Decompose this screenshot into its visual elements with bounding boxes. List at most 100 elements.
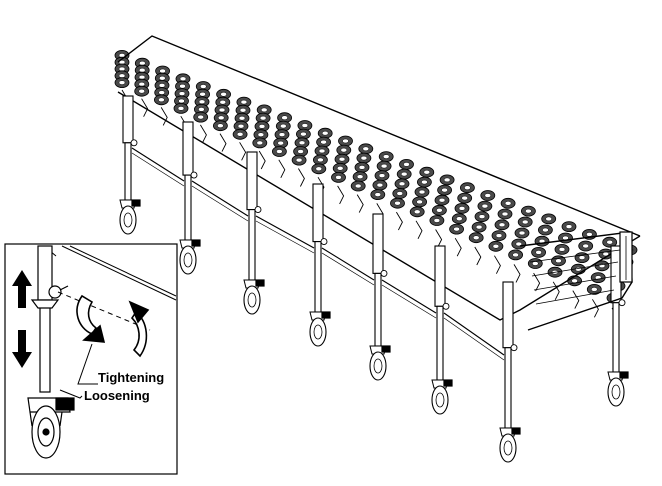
skatewheel-hub [219, 99, 227, 105]
skatewheel-hub [200, 84, 207, 89]
skatewheel-hub [178, 98, 185, 104]
skatewheel-hub [358, 165, 366, 170]
skatewheel-hub [433, 218, 441, 223]
accordion-link [298, 168, 305, 187]
accordion-link [513, 264, 521, 283]
skatewheel-hub [318, 148, 326, 154]
skatewheel-hub [259, 115, 267, 121]
skatewheel-hub [298, 140, 306, 146]
leg-outer-tube [372, 213, 384, 274]
skatewheel-hub [400, 171, 408, 177]
tightening-leader [77, 343, 98, 385]
skatewheel-hub [456, 216, 463, 221]
skatewheel-roller-bed [114, 50, 638, 327]
height-knob [130, 139, 138, 147]
leg-outer-tube [434, 245, 446, 307]
accordion-link [278, 159, 286, 179]
skatewheel-hub [199, 91, 206, 97]
accordion-link [494, 255, 501, 274]
skatewheel-hub [518, 230, 526, 236]
skatewheel-hub [492, 244, 500, 249]
skatewheel-hub [356, 174, 364, 179]
skatewheel-hub [545, 216, 552, 222]
skatewheel-hub [138, 81, 146, 87]
skatewheel-hub [481, 203, 489, 209]
skatewheel-hub [158, 83, 166, 88]
skatewheel-hub [380, 163, 388, 169]
skatewheel-hub [257, 132, 265, 137]
skatewheel-hub [578, 255, 586, 260]
flexible-roller-conveyor [114, 35, 641, 463]
height-knob [618, 299, 626, 307]
leg-7 [499, 281, 521, 463]
caster-hub [503, 440, 513, 456]
caster-brake [191, 239, 201, 247]
caster-hub [435, 392, 445, 408]
skatewheel-hub [198, 107, 205, 112]
accordion-link [141, 98, 149, 117]
skatewheel-hub [436, 208, 443, 213]
skatewheel-hub [179, 83, 186, 89]
leg-outer-tube [182, 121, 194, 176]
skatewheel-hub [321, 130, 329, 136]
accordion-link [200, 124, 207, 144]
skatewheel-hub [453, 226, 460, 232]
skatewheel-hub [177, 106, 185, 111]
leg-assemblies [119, 95, 629, 463]
accordion-link [533, 272, 541, 292]
caster-hub [247, 292, 257, 308]
brace-bar [381, 279, 437, 314]
accordion-link [160, 107, 168, 126]
skatewheel-hub [396, 191, 404, 196]
leg-4 [309, 183, 331, 347]
skatewheel-hub [335, 175, 342, 180]
skatewheel-hub [416, 199, 423, 205]
accordion-link [396, 211, 403, 231]
skatewheel-hub [374, 192, 382, 197]
caster-brake [381, 345, 391, 353]
skatewheel-hub [158, 97, 165, 103]
skatewheel-hub [441, 187, 448, 193]
brace-bar [321, 247, 375, 281]
inset-leg [30, 245, 69, 393]
skatewheel-hub [525, 208, 532, 214]
skatewheel-hub [521, 219, 529, 225]
skatewheel-hub [237, 123, 245, 129]
brace-bar-edge [321, 252, 375, 286]
skatewheel-hub [280, 123, 287, 129]
skatewheel-hub [438, 197, 446, 203]
skatewheel-hub [260, 107, 268, 113]
skatewheel-hub [475, 224, 483, 230]
skatewheel-hub [340, 147, 348, 153]
accordion-link [592, 299, 599, 318]
accordion-link [435, 229, 443, 248]
skatewheel-hub [542, 227, 549, 233]
caster-brake [255, 279, 265, 287]
caster-brake [511, 427, 521, 435]
tightening-label: Tightening [98, 370, 164, 385]
skatewheel-hub [504, 201, 512, 206]
skatewheel-hub [320, 139, 327, 145]
accordion-link [337, 185, 345, 205]
skatewheel-hub [403, 162, 410, 167]
skatewheel-hub [301, 123, 309, 128]
skatewheel-hub [362, 146, 370, 152]
accordion-link [239, 142, 247, 161]
skatewheel-hub [197, 114, 204, 120]
brace-bar-edge [131, 152, 185, 187]
skatewheel-hub [394, 200, 401, 206]
skatewheel-hub [495, 233, 503, 238]
brace-bar-edge [191, 185, 249, 222]
skatewheel-hub [565, 224, 573, 229]
caster-hub [183, 252, 193, 268]
skatewheel-hub [158, 90, 165, 95]
brace-bar [131, 147, 185, 182]
height-knob [320, 238, 328, 246]
skatewheel-hub [582, 243, 589, 249]
skatewheel-hub [179, 76, 187, 82]
skatewheel-hub [413, 209, 421, 215]
skatewheel-hub [258, 124, 266, 129]
skatewheel-hub [281, 115, 288, 120]
skatewheel-hub [458, 206, 466, 211]
leg-5 [369, 213, 391, 381]
